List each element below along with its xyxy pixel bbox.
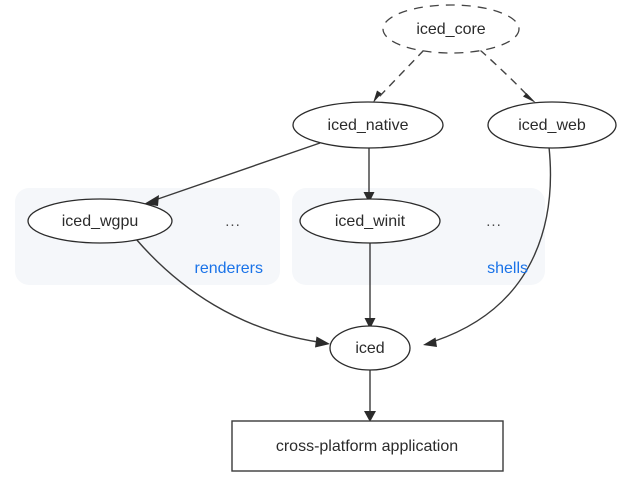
edge-iced-core-to-iced-native — [373, 49, 425, 103]
iced-winit-label: iced_winit — [335, 213, 406, 230]
cluster-shells-label: shells — [487, 260, 528, 277]
iced-ellipse — [329, 325, 411, 371]
iced-wgpu-ellipse — [27, 198, 173, 244]
iced-label: iced — [355, 340, 384, 357]
edge-iced-winit-to-iced — [364, 243, 376, 329]
iced-core-ellipse — [382, 4, 520, 54]
application-label: cross-platform application — [276, 438, 458, 455]
iced-core-label: iced_core — [416, 21, 485, 38]
application-box — [231, 420, 504, 472]
node-iced-wgpu[interactable]: iced_wgpu — [27, 198, 173, 244]
node-iced-native[interactable]: iced_native — [292, 101, 444, 149]
iced-native-label: iced_native — [328, 117, 409, 134]
edge-iced-to-application — [364, 370, 376, 422]
cluster-renderers-label: renderers — [195, 260, 263, 277]
iced-native-ellipse — [292, 101, 444, 149]
node-iced-web[interactable]: iced_web — [487, 101, 617, 149]
edge-iced-native-to-iced-wgpu — [144, 142, 321, 206]
edge-iced-native-to-iced-winit — [363, 147, 375, 203]
iced-winit-ellipse — [299, 198, 441, 244]
cluster-renderers-more: ... — [225, 213, 241, 230]
edge-iced-web-to-iced — [423, 146, 552, 347]
edge-iced-core-to-iced-web — [479, 49, 536, 103]
node-application[interactable]: cross-platform application — [231, 420, 504, 472]
node-iced-core[interactable]: iced_core — [382, 4, 520, 54]
cluster-shells-more: ... — [486, 213, 502, 230]
iced-web-ellipse — [487, 101, 617, 149]
edge-iced-wgpu-to-iced — [135, 238, 330, 348]
node-iced[interactable]: iced — [329, 325, 411, 371]
node-iced-winit[interactable]: iced_winit — [299, 198, 441, 244]
iced-web-label: iced_web — [518, 117, 586, 134]
iced-wgpu-label: iced_wgpu — [62, 213, 139, 230]
